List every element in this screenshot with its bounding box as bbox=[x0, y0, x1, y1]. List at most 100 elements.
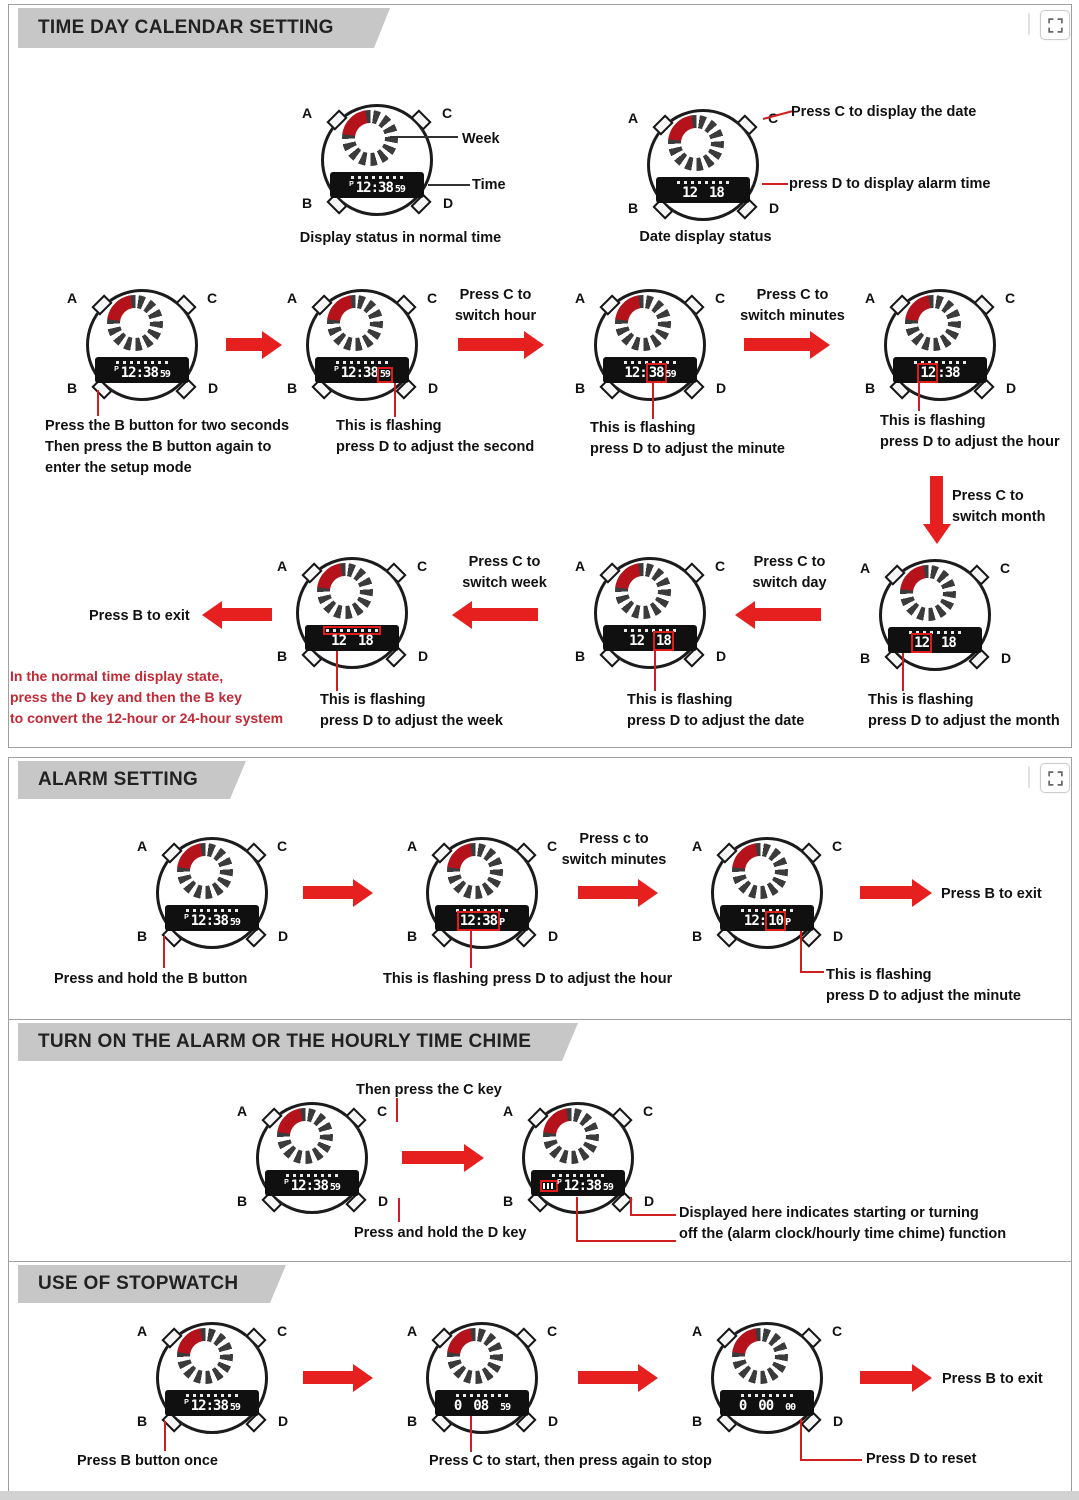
caption-flash-alarm-hour: This is flashing press D to adjust the h… bbox=[383, 971, 673, 987]
caption-chime-indicator: Displayed here indicates starting or tur… bbox=[679, 1203, 1006, 1245]
caption-switch-day: Press C to switch day bbox=[737, 552, 842, 594]
caption-press-c-date: Press C to display the date bbox=[791, 104, 977, 120]
watch-label-d: D bbox=[1006, 380, 1017, 396]
watch-label-c: C bbox=[715, 558, 726, 574]
header-alarm-setting: ALARM SETTING bbox=[18, 761, 246, 799]
lcd-digits: 00 bbox=[758, 1397, 774, 1414]
lcd-digits-flashing: 12 bbox=[911, 632, 932, 653]
watch-label-d: D bbox=[378, 1193, 389, 1209]
leader-line bbox=[800, 931, 802, 973]
lcd-digits: 12:38 bbox=[120, 364, 159, 381]
watch-analog-dial bbox=[327, 295, 383, 351]
caption-line: press D to adjust the minute bbox=[590, 441, 785, 457]
leader-line bbox=[800, 971, 824, 973]
leader-line bbox=[800, 1419, 802, 1461]
watch-label-b: B bbox=[67, 380, 78, 396]
lcd-digits: 59 bbox=[665, 368, 677, 380]
lcd-week-indicators bbox=[909, 630, 961, 634]
caption-line: This is flashing bbox=[590, 420, 696, 436]
watch-label-c: C bbox=[417, 558, 428, 574]
arrow-down bbox=[930, 476, 943, 524]
arrow-right bbox=[303, 886, 353, 899]
lcd-digits-flashing: 10 bbox=[765, 910, 787, 931]
watch-label-a: A bbox=[503, 1103, 514, 1119]
leader-line bbox=[163, 936, 165, 968]
caption-press-d-alarm: press D to display alarm time bbox=[789, 176, 991, 192]
lcd-week-indicators bbox=[741, 908, 793, 912]
leader-line bbox=[800, 1459, 862, 1461]
caption-flash-alarm-minute: This is flashing press D to adjust the m… bbox=[826, 965, 1021, 1007]
watch-label-b: B bbox=[575, 380, 586, 396]
lcd-digits: 18 bbox=[709, 184, 725, 201]
leader-line bbox=[630, 1197, 632, 1216]
watch-analog-dial bbox=[732, 1328, 788, 1384]
lcd-pm-indicator: P bbox=[184, 1398, 189, 1406]
arrow-left bbox=[755, 608, 821, 621]
watch-label-c: C bbox=[1000, 560, 1011, 576]
watch-label-b: B bbox=[407, 928, 418, 944]
watch-label-b: B bbox=[277, 648, 288, 664]
leader-line bbox=[394, 383, 396, 417]
caption-line: Press C to bbox=[468, 554, 541, 570]
caption-line: press D to adjust the date bbox=[627, 713, 805, 729]
caption-line: off the (alarm clock/hourly time chime) … bbox=[679, 1226, 1007, 1242]
lcd-digits: 59 bbox=[500, 1401, 511, 1413]
arrow-left bbox=[222, 608, 272, 621]
arrow-right bbox=[402, 1151, 464, 1164]
watch-label-d: D bbox=[278, 928, 289, 944]
watch-label-c: C bbox=[768, 110, 779, 126]
expand-icon[interactable] bbox=[1040, 763, 1070, 793]
watch-analog-dial bbox=[543, 1108, 599, 1164]
watch-label-a: A bbox=[575, 558, 586, 574]
lcd-digits-flashing: 12 bbox=[917, 362, 939, 383]
lcd-pm-indicator: P bbox=[334, 365, 339, 373]
caption-flash-hour: This is flashing press D to adjust the h… bbox=[880, 411, 1060, 453]
leader-line bbox=[630, 1214, 676, 1216]
leader-line bbox=[576, 1197, 578, 1242]
lcd-week-indicators bbox=[624, 360, 676, 364]
header-stopwatch: USE OF STOPWATCH bbox=[18, 1265, 286, 1303]
watch-label-d: D bbox=[208, 380, 219, 396]
lcd-digits: 59 bbox=[394, 183, 406, 195]
watch-analog-dial bbox=[668, 115, 724, 171]
leader-line bbox=[390, 136, 458, 138]
watch-label-a: A bbox=[692, 1323, 703, 1339]
watch-analog-dial bbox=[277, 1108, 333, 1164]
watch-label-a: A bbox=[287, 290, 298, 306]
watch-label-b: B bbox=[503, 1193, 514, 1209]
caption-b-once: Press B button once bbox=[77, 1453, 218, 1469]
caption-switch-hour: Press C to switch hour bbox=[448, 285, 543, 327]
watch-analog-dial bbox=[107, 295, 163, 351]
lcd-week-indicators bbox=[323, 625, 381, 635]
leader-line bbox=[576, 1240, 676, 1242]
caption-line: press D to adjust the hour bbox=[880, 434, 1060, 450]
label-time: Time bbox=[472, 177, 506, 193]
watch-diagram: A C B D 12:38 bbox=[855, 277, 1025, 417]
lcd-digits: 12:38 bbox=[290, 1177, 329, 1194]
leader-line bbox=[762, 183, 788, 185]
leader-line bbox=[654, 651, 656, 691]
lcd-week-indicators bbox=[336, 360, 388, 364]
expand-icon[interactable] bbox=[1040, 10, 1070, 40]
watch-label-c: C bbox=[277, 1323, 288, 1339]
caption-switch-minutes-alarm: Press c to switch minutes bbox=[558, 829, 670, 871]
